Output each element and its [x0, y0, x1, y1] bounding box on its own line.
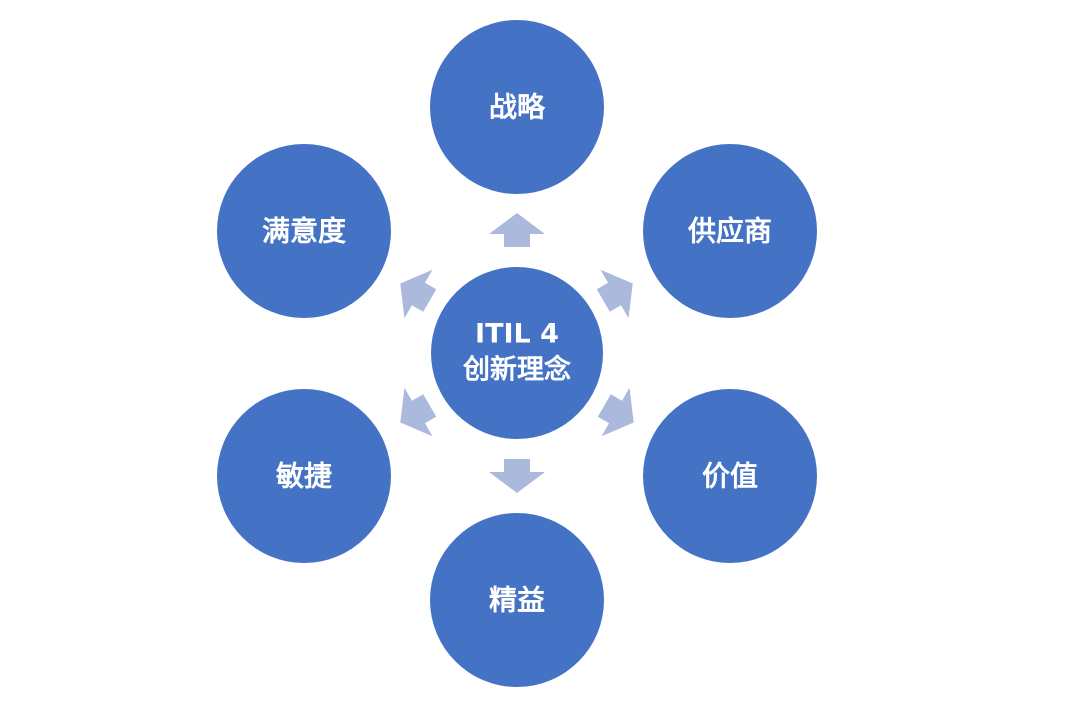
center-label-line2: 创新理念	[462, 354, 571, 386]
node-value-circle	[643, 389, 817, 563]
center-node: ITIL 4 创新理念	[431, 267, 603, 439]
arrow-to-strategy	[489, 213, 545, 247]
node-satisfaction-circle	[217, 144, 391, 318]
arrow-to-value	[597, 387, 634, 437]
node-lean-circle	[430, 513, 604, 687]
node-agile-circle	[217, 389, 391, 563]
node-strategy: 战略	[430, 20, 604, 194]
node-agile: 敏捷	[217, 389, 391, 563]
arrow-to-agile	[400, 387, 437, 437]
node-supplier-label: 供应商	[687, 215, 772, 248]
node-value: 价值	[643, 389, 817, 563]
node-satisfaction: 满意度	[217, 144, 391, 318]
arrow-to-lean	[489, 459, 545, 493]
arrow-to-supplier	[596, 269, 633, 319]
node-lean: 精益	[430, 513, 604, 687]
node-supplier: 供应商	[643, 144, 817, 318]
node-agile-label: 敏捷	[275, 460, 332, 493]
node-strategy-label: 战略	[489, 91, 546, 124]
node-satisfaction-label: 满意度	[262, 215, 346, 248]
center-circle	[431, 267, 603, 439]
center-label-line1: ITIL 4	[475, 319, 559, 350]
arrow-to-satisfaction	[400, 269, 437, 319]
node-lean-label: 精益	[489, 584, 545, 617]
node-supplier-circle	[643, 144, 817, 318]
node-value-label: 价值	[702, 460, 758, 493]
node-strategy-circle	[430, 20, 604, 194]
